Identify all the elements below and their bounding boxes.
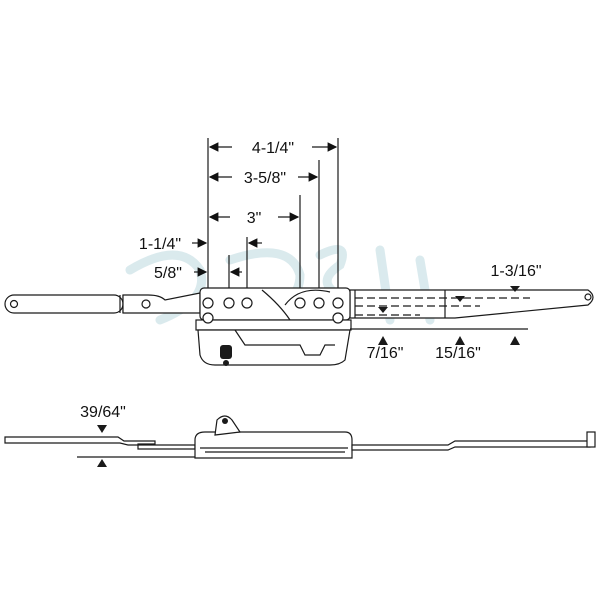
extension-lines — [207, 138, 339, 292]
dim-7-16: 7/16" — [367, 345, 404, 362]
dim-1-3-16: 1-3/16" — [490, 263, 541, 280]
screw-holes — [202, 297, 344, 324]
dim-3-5-8: 3-5/8" — [244, 170, 286, 187]
dim-4-1-4: 4-1/4" — [252, 140, 294, 157]
dim-15-16: 15/16" — [435, 345, 481, 362]
operator-side-view — [4, 415, 596, 467]
dim-3: 3" — [247, 210, 262, 227]
dim-5-8: 5/8" — [154, 265, 182, 282]
dim-39-64: 39/64" — [80, 404, 126, 421]
operator-top-view — [4, 286, 594, 366]
dimension-arrows — [192, 142, 338, 277]
dim-1-1-4: 1-1/4" — [139, 236, 181, 253]
